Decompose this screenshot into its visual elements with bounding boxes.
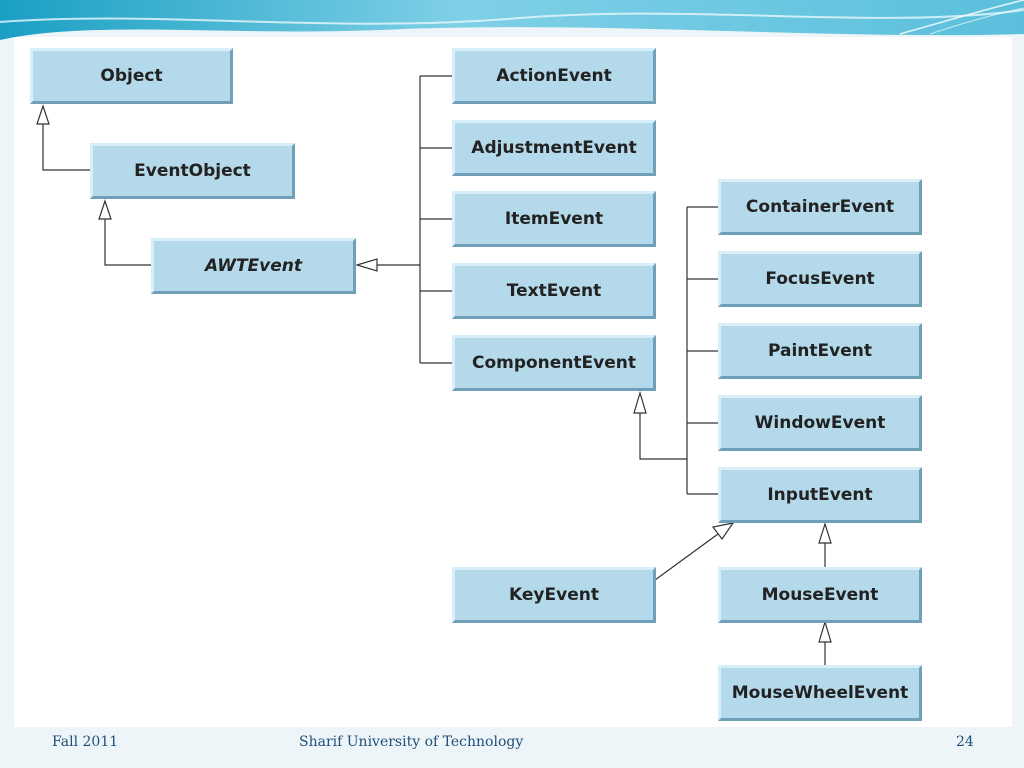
class-box-actionevent: ActionEvent (452, 48, 656, 104)
class-label: AWTEvent (204, 256, 303, 276)
class-label: FocusEvent (765, 269, 875, 289)
class-label: KeyEvent (509, 585, 599, 605)
class-box-windowevent: WindowEvent (718, 395, 922, 451)
class-box-object: Object (30, 48, 233, 104)
inherit-arrow-icon (818, 619, 832, 643)
inherit-arrow-icon (36, 104, 50, 125)
class-box-inputevent: InputEvent (718, 467, 922, 523)
class-box-mousewheelevent: MouseWheelEvent (718, 665, 922, 721)
class-box-eventobject: EventObject (90, 143, 295, 199)
class-box-paintevent: PaintEvent (718, 323, 922, 379)
class-box-keyevent: KeyEvent (452, 567, 656, 623)
footer-institution: Sharif University of Technology (299, 734, 524, 750)
class-box-focusevent: FocusEvent (718, 251, 922, 307)
class-label: TextEvent (506, 281, 602, 301)
class-box-componentevent: ComponentEvent (452, 335, 656, 391)
inherit-arrow-icon (98, 199, 112, 220)
class-label: MouseEvent (761, 585, 879, 605)
class-box-awtevent: AWTEvent (151, 238, 356, 294)
class-label: ComponentEvent (471, 353, 637, 373)
class-label: Object (100, 66, 163, 86)
class-label: PaintEvent (768, 341, 872, 361)
class-box-containerevent: ContainerEvent (718, 179, 922, 235)
inherit-arrow-icon (354, 258, 378, 272)
inherit-arrow-icon (633, 390, 647, 414)
inherit-arrow-icon (818, 522, 832, 544)
class-label: ActionEvent (496, 66, 612, 86)
class-label: ItemEvent (504, 209, 604, 229)
class-box-mouseevent: MouseEvent (718, 567, 922, 623)
class-box-adjustmentevent: AdjustmentEvent (452, 120, 656, 176)
class-label: InputEvent (767, 485, 873, 505)
class-label: ContainerEvent (745, 197, 895, 217)
footer-page-number: 24 (956, 734, 974, 750)
class-box-itemevent: ItemEvent (452, 191, 656, 247)
class-box-textevent: TextEvent (452, 263, 656, 319)
inherit-arrow-icon (711, 522, 735, 541)
footer-date: Fall 2011 (52, 734, 119, 750)
class-label: AdjustmentEvent (471, 138, 637, 158)
class-label: WindowEvent (754, 413, 886, 433)
class-label: MouseWheelEvent (731, 683, 909, 703)
class-label: EventObject (134, 161, 251, 181)
